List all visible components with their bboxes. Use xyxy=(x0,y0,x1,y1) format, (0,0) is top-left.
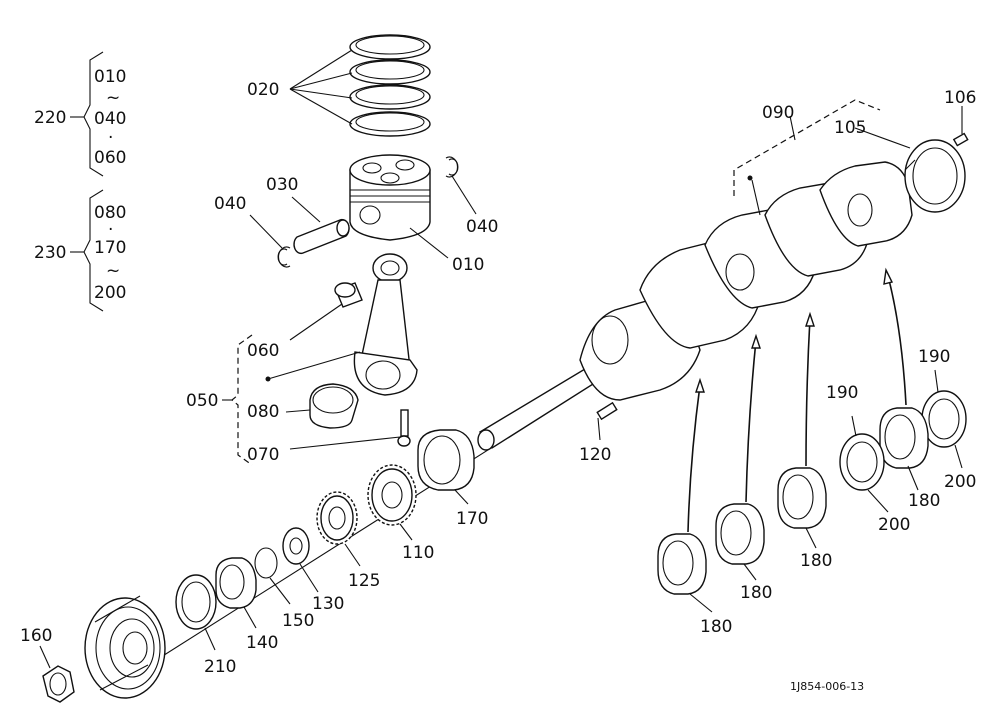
group-090-dot xyxy=(747,175,753,181)
piston-pin xyxy=(293,218,350,255)
label-125: 125 xyxy=(348,571,380,591)
group-230-sep1: · xyxy=(108,220,113,240)
crank-gear xyxy=(367,464,417,526)
main-bearing-180-b xyxy=(715,503,765,565)
label-060: 060 xyxy=(247,341,279,361)
group-230-top: 080 xyxy=(94,203,126,223)
connecting-rod xyxy=(353,253,418,447)
small-end-bushing xyxy=(334,282,363,308)
label-080: 080 xyxy=(247,402,279,422)
group-230-mid: 170 xyxy=(94,238,126,258)
collar-140 xyxy=(215,557,257,609)
group-220-label: 220 xyxy=(34,108,66,128)
label-040-left: 040 xyxy=(214,194,246,214)
arrow-bearing-b xyxy=(745,339,757,503)
gear-125 xyxy=(316,491,358,545)
arrow-bearing-a xyxy=(687,384,701,533)
group-230-label: 230 xyxy=(34,243,66,263)
label-140: 140 xyxy=(246,633,278,653)
label-106: 106 xyxy=(944,88,976,108)
arrow-bearing-c xyxy=(805,317,811,467)
crank-pulley xyxy=(84,595,166,699)
group-220-mid: 040 xyxy=(94,109,126,129)
group-230-bottom: 200 xyxy=(94,283,126,303)
arrowhead-a xyxy=(695,377,705,393)
rear-bearing-case xyxy=(904,139,966,213)
snap-ring-right xyxy=(445,156,459,178)
label-160: 160 xyxy=(20,626,52,646)
label-050: 050 xyxy=(186,391,218,411)
group-220-top: 010 xyxy=(94,67,126,87)
label-210: 210 xyxy=(204,657,236,677)
label-180-b: 180 xyxy=(740,583,772,603)
label-010: 010 xyxy=(452,255,484,275)
label-020: 020 xyxy=(247,80,279,100)
label-170: 170 xyxy=(456,509,488,529)
thrust-washer-190-left xyxy=(839,433,885,491)
label-030: 030 xyxy=(266,175,298,195)
label-190-left: 190 xyxy=(826,383,858,403)
big-end-bearing xyxy=(309,383,359,429)
piston-rings xyxy=(289,34,431,137)
arrowhead-c xyxy=(805,311,815,327)
label-200-right: 200 xyxy=(944,472,976,492)
label-105: 105 xyxy=(834,118,866,138)
dowel-pin xyxy=(952,132,969,147)
label-180-a: 180 xyxy=(700,617,732,637)
label-090: 090 xyxy=(762,103,794,123)
label-190-right: 190 xyxy=(918,347,950,367)
main-bearing-180-c xyxy=(777,467,827,529)
arrowhead-b xyxy=(751,333,761,349)
main-bearing-180-right xyxy=(879,407,929,469)
crankshaft xyxy=(149,161,931,665)
group-230-bracket: 230 080 · 170 ~ 200 xyxy=(34,189,126,312)
label-120: 120 xyxy=(579,445,611,465)
label-180-c: 180 xyxy=(800,551,832,571)
label-130: 130 xyxy=(312,594,344,614)
group-220-bottom: 060 xyxy=(94,148,126,168)
label-070: 070 xyxy=(247,445,279,465)
arrow-bearing-d xyxy=(887,275,907,406)
label-110: 110 xyxy=(402,543,434,563)
piston xyxy=(349,154,431,241)
snap-ring-left xyxy=(277,246,291,268)
label-200-left: 200 xyxy=(878,515,910,535)
pulley-nut-160 xyxy=(42,665,75,703)
oil-seal-210 xyxy=(175,574,217,630)
o-ring-150 xyxy=(254,547,278,579)
group-230-sep2: ~ xyxy=(106,261,120,281)
drawing-code: 1J854-006-13 xyxy=(790,680,864,693)
main-bearing-180-a xyxy=(657,533,707,595)
collar-130 xyxy=(282,527,310,565)
label-040-right: 040 xyxy=(466,217,498,237)
front-bearing-170 xyxy=(417,429,475,491)
label-150: 150 xyxy=(282,611,314,631)
thrust-washer-190-right xyxy=(921,390,967,448)
group-220-bracket: 220 010 ~ 040 · 060 xyxy=(34,51,126,177)
label-180-right: 180 xyxy=(908,491,940,511)
arrowhead-d xyxy=(883,267,894,285)
group-220-sep1: ~ xyxy=(106,88,120,108)
group-220-sep2: · xyxy=(108,128,113,148)
